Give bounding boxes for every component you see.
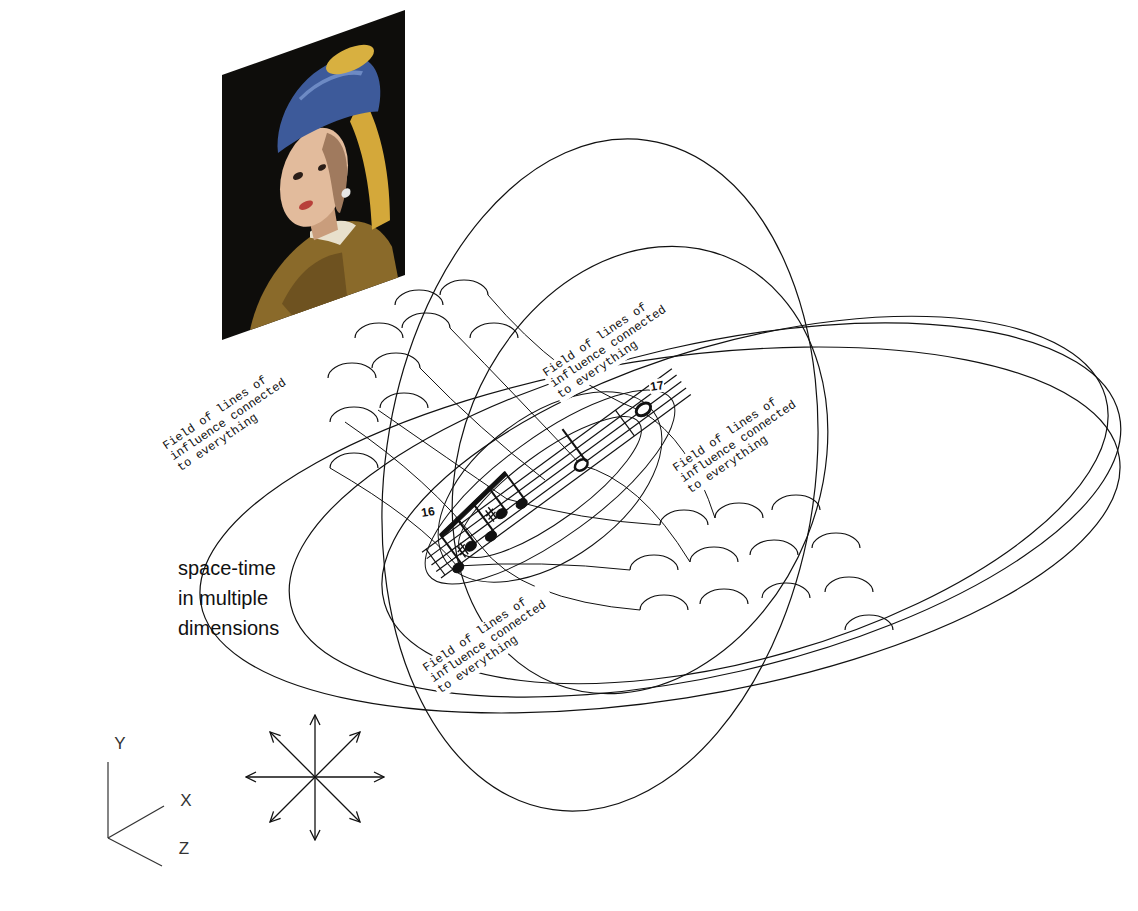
influence-arc bbox=[330, 453, 378, 468]
influence-arc bbox=[330, 407, 378, 422]
sharp-sign bbox=[454, 541, 471, 559]
staff-line bbox=[422, 369, 672, 553]
field-note: Field of lines of influence connected to… bbox=[419, 581, 565, 698]
influence-arc bbox=[660, 510, 708, 525]
influence-loop bbox=[404, 354, 696, 621]
turban-top bbox=[326, 39, 374, 80]
influence-line bbox=[480, 545, 640, 610]
sharp-sign bbox=[483, 505, 500, 523]
direction-arrow bbox=[270, 777, 315, 822]
direction-arrow bbox=[270, 732, 315, 777]
note-stem bbox=[473, 503, 495, 534]
note-head bbox=[514, 497, 529, 511]
staff-line bbox=[436, 388, 686, 572]
influence-arc bbox=[380, 393, 428, 408]
side-note: space-time in multiple dimensions bbox=[178, 553, 296, 643]
staff-line bbox=[431, 382, 681, 566]
influence-arc bbox=[825, 577, 873, 592]
influence-line bbox=[378, 410, 507, 499]
bar-line bbox=[426, 549, 445, 575]
influence-arc bbox=[690, 547, 738, 562]
influence-arc bbox=[762, 583, 810, 598]
field-ellipse bbox=[254, 254, 1138, 767]
direction-arrow bbox=[315, 732, 360, 777]
direction-arrow bbox=[314, 715, 315, 777]
field-ellipse bbox=[387, 189, 893, 750]
staff-line bbox=[427, 375, 677, 559]
influence-arc bbox=[812, 533, 860, 548]
axis-label: Z bbox=[179, 839, 189, 859]
pearl bbox=[342, 187, 351, 199]
influence-arc bbox=[845, 615, 893, 630]
influence-arc bbox=[395, 290, 443, 305]
field-outlines bbox=[174, 110, 1138, 839]
direction-arrow bbox=[315, 777, 360, 822]
notes bbox=[424, 379, 663, 575]
field-ellipse bbox=[341, 245, 1138, 755]
note-head bbox=[451, 561, 466, 575]
measure-number: 17 bbox=[648, 378, 666, 394]
bar-line bbox=[615, 410, 634, 436]
influence-line bbox=[420, 368, 545, 480]
axis-line bbox=[108, 838, 162, 866]
jacket-shadow bbox=[282, 249, 347, 318]
note-stem bbox=[504, 472, 525, 501]
axis-label: Y bbox=[114, 734, 125, 754]
axis-line bbox=[108, 806, 164, 838]
lips bbox=[299, 199, 313, 212]
influence-arc bbox=[640, 595, 688, 610]
face-shadow bbox=[322, 126, 347, 220]
influence-arc bbox=[355, 323, 403, 338]
influence-line bbox=[330, 468, 457, 566]
staff-line bbox=[441, 394, 691, 578]
staff-lines bbox=[422, 369, 691, 578]
influence-arc bbox=[750, 540, 798, 555]
influence-arc bbox=[700, 589, 748, 604]
influence-arc bbox=[470, 323, 518, 338]
field-note: Field of lines of influence connected to… bbox=[159, 359, 305, 476]
direction-arrow bbox=[314, 777, 315, 840]
influence-loop bbox=[399, 358, 700, 615]
influence-arc bbox=[402, 313, 450, 328]
field-note: Field of lines of influence connected to… bbox=[669, 381, 815, 498]
influence-arc bbox=[440, 280, 488, 295]
influence-arc bbox=[630, 555, 678, 570]
eye bbox=[318, 163, 326, 172]
axis-triad bbox=[108, 762, 164, 866]
painting-ground bbox=[222, 10, 405, 340]
note-beam bbox=[433, 472, 514, 538]
half-note bbox=[573, 457, 590, 473]
field-ellipse bbox=[174, 289, 1138, 770]
direction-arrow bbox=[315, 776, 384, 777]
eye bbox=[293, 171, 303, 182]
axis-line bbox=[107, 762, 108, 838]
axis-label: X bbox=[180, 791, 191, 811]
direction-arrow bbox=[246, 776, 315, 777]
painting bbox=[222, 10, 405, 340]
influence-arcs bbox=[328, 280, 893, 630]
influence-arc bbox=[328, 363, 376, 378]
influence-line bbox=[345, 422, 480, 545]
whole-note bbox=[634, 400, 653, 418]
note-head bbox=[483, 529, 498, 543]
influence-arc bbox=[772, 495, 820, 510]
influence-line bbox=[457, 564, 630, 570]
field-ellipse bbox=[340, 110, 860, 839]
influence-lines bbox=[330, 295, 715, 620]
note-stem bbox=[562, 429, 586, 461]
direction-star bbox=[246, 715, 384, 840]
measure-number: 16 bbox=[419, 504, 437, 520]
influence-arc bbox=[372, 353, 420, 368]
influence-arc bbox=[715, 503, 763, 518]
